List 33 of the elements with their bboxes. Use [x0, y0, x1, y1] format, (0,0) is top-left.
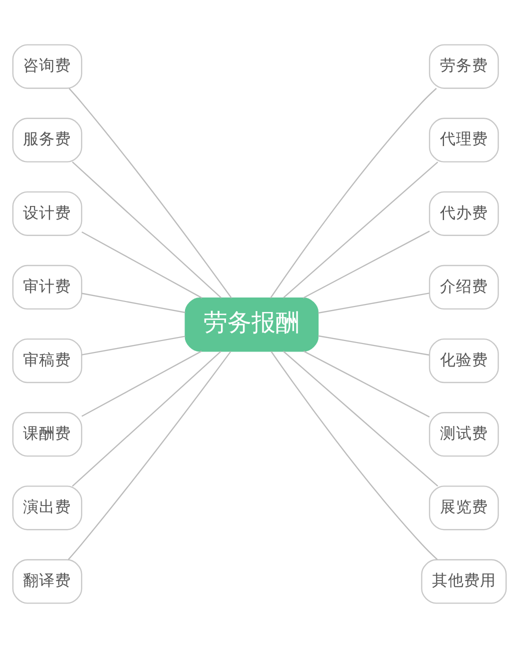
node-box: 演出费 — [12, 486, 82, 530]
connector — [82, 336, 186, 356]
connector — [282, 162, 438, 298]
connector — [318, 335, 430, 356]
connector — [303, 350, 430, 418]
node-box: 其他费用 — [421, 559, 507, 604]
connector — [72, 350, 222, 487]
node-box: 劳务费 — [428, 44, 499, 89]
connector — [68, 351, 232, 560]
node-box: 课酬费 — [12, 412, 82, 457]
connector — [270, 88, 437, 298]
connector — [282, 350, 438, 487]
connector — [82, 231, 202, 298]
connector — [82, 350, 202, 417]
node-box: 代理费 — [428, 118, 499, 162]
node-box: 测试费 — [428, 412, 499, 457]
node-box: 审计费 — [12, 264, 82, 310]
node-box: 翻译费 — [12, 559, 82, 604]
node-box: 展览费 — [428, 486, 499, 530]
node-box: 咨询费 — [12, 44, 82, 89]
node-box: 代办费 — [428, 191, 499, 236]
node-box: 劳务报酬 — [184, 297, 319, 352]
connector — [302, 230, 430, 299]
node-box: 设计费 — [12, 191, 82, 236]
connector — [318, 292, 430, 314]
node-box: 化验费 — [428, 338, 499, 384]
connector — [270, 351, 438, 560]
node-box: 介绍费 — [428, 264, 499, 310]
connector — [82, 292, 186, 314]
node-box: 审稿费 — [12, 338, 82, 384]
connector — [72, 162, 222, 298]
connector — [68, 88, 232, 298]
node-box: 服务费 — [12, 118, 82, 162]
